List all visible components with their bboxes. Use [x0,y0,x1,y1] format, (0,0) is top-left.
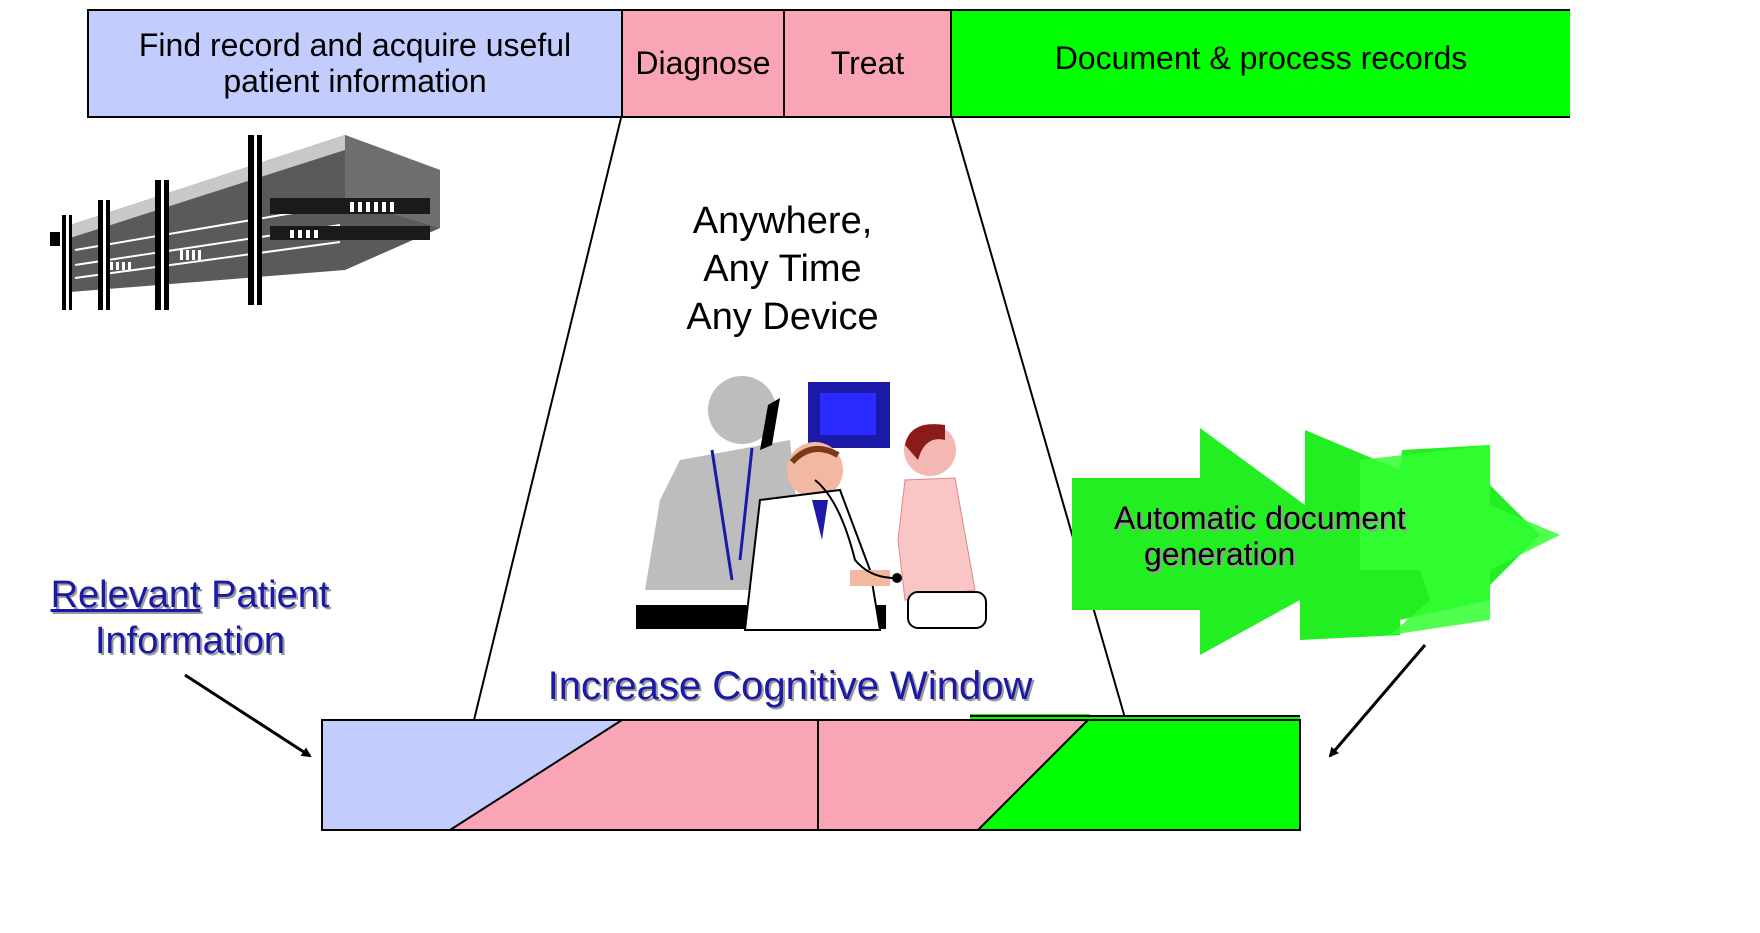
auto-doc-line-1: Automatic document [1114,500,1406,536]
bottom-window-bar [321,714,1301,831]
anywhere-line-3: Any Device [686,296,879,338]
relevant-rest: Patient [200,574,330,616]
relevant-link[interactable]: Relevant [50,574,201,616]
treat-label: Treat [830,44,905,81]
segment-treat: Treat [783,9,952,118]
segment-document: Document & process records [950,9,1570,118]
funnel-left-line [473,117,622,721]
diagnose-label: Diagnose [635,44,771,81]
arrow-relevant-info [184,673,312,758]
anywhere-anytime-text: Anywhere, Any Time Any Device [630,197,935,341]
funnel-right-line [951,117,1126,719]
arrow-auto-doc [1328,644,1427,758]
relevant-patient-information: Relevant Patient Information [0,572,380,664]
document-label: Document & process records [1054,39,1468,76]
doctor-examining-patient-icon [636,376,987,631]
find-record-label: Find record and acquire useful patient i… [138,26,572,99]
auto-doc-line-2: generation [1144,536,1296,572]
automatic-document-generation: Automatic document generation [1100,500,1480,572]
information-label: Information [94,620,286,662]
anywhere-line-2: Any Time [703,248,862,290]
hospital-building-icon [50,135,440,310]
segment-find-record: Find record and acquire useful patient i… [87,9,623,118]
anywhere-line-1: Anywhere, [692,200,873,242]
green-arrows-icon [1072,428,1560,655]
cognitive-window-label: Increase Cognitive Window [547,664,1033,708]
